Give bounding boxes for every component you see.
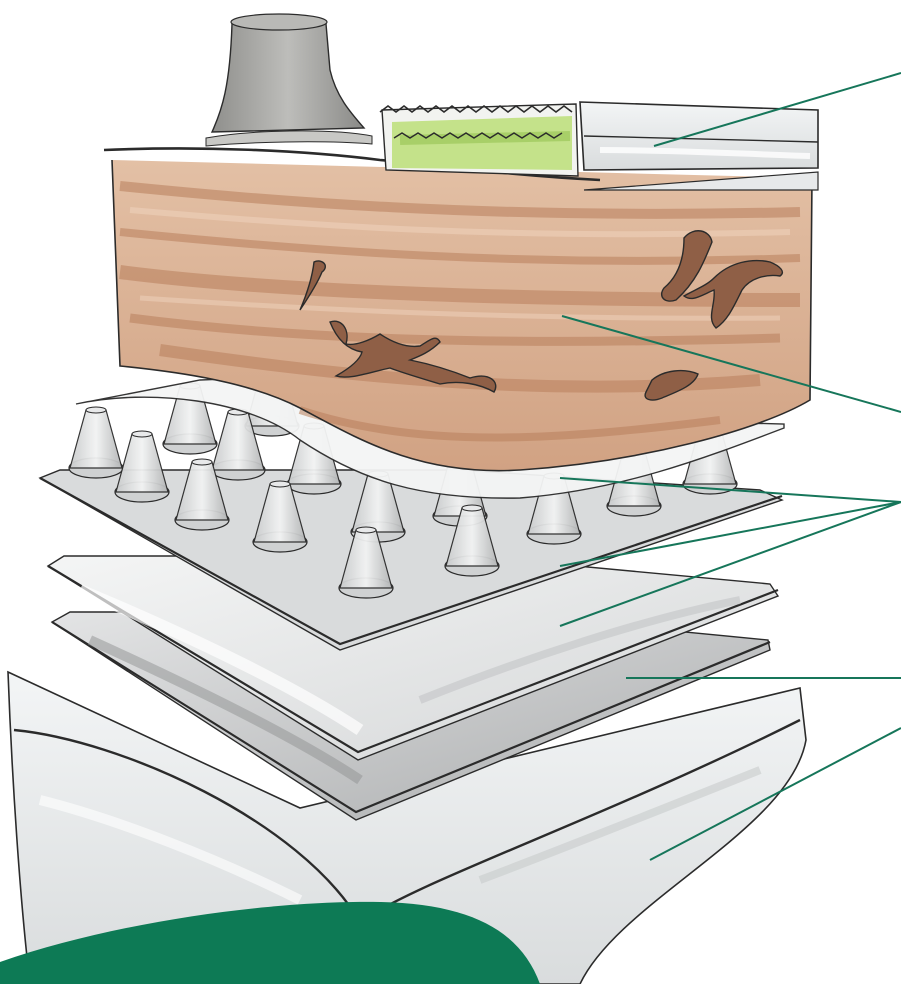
- soil-fill-layer: [112, 160, 812, 471]
- concrete-block: [206, 14, 372, 146]
- grass-patch: [380, 104, 578, 176]
- drainage-cone: [69, 407, 123, 478]
- drainage-cone: [115, 431, 169, 502]
- capping-slab: [580, 102, 818, 170]
